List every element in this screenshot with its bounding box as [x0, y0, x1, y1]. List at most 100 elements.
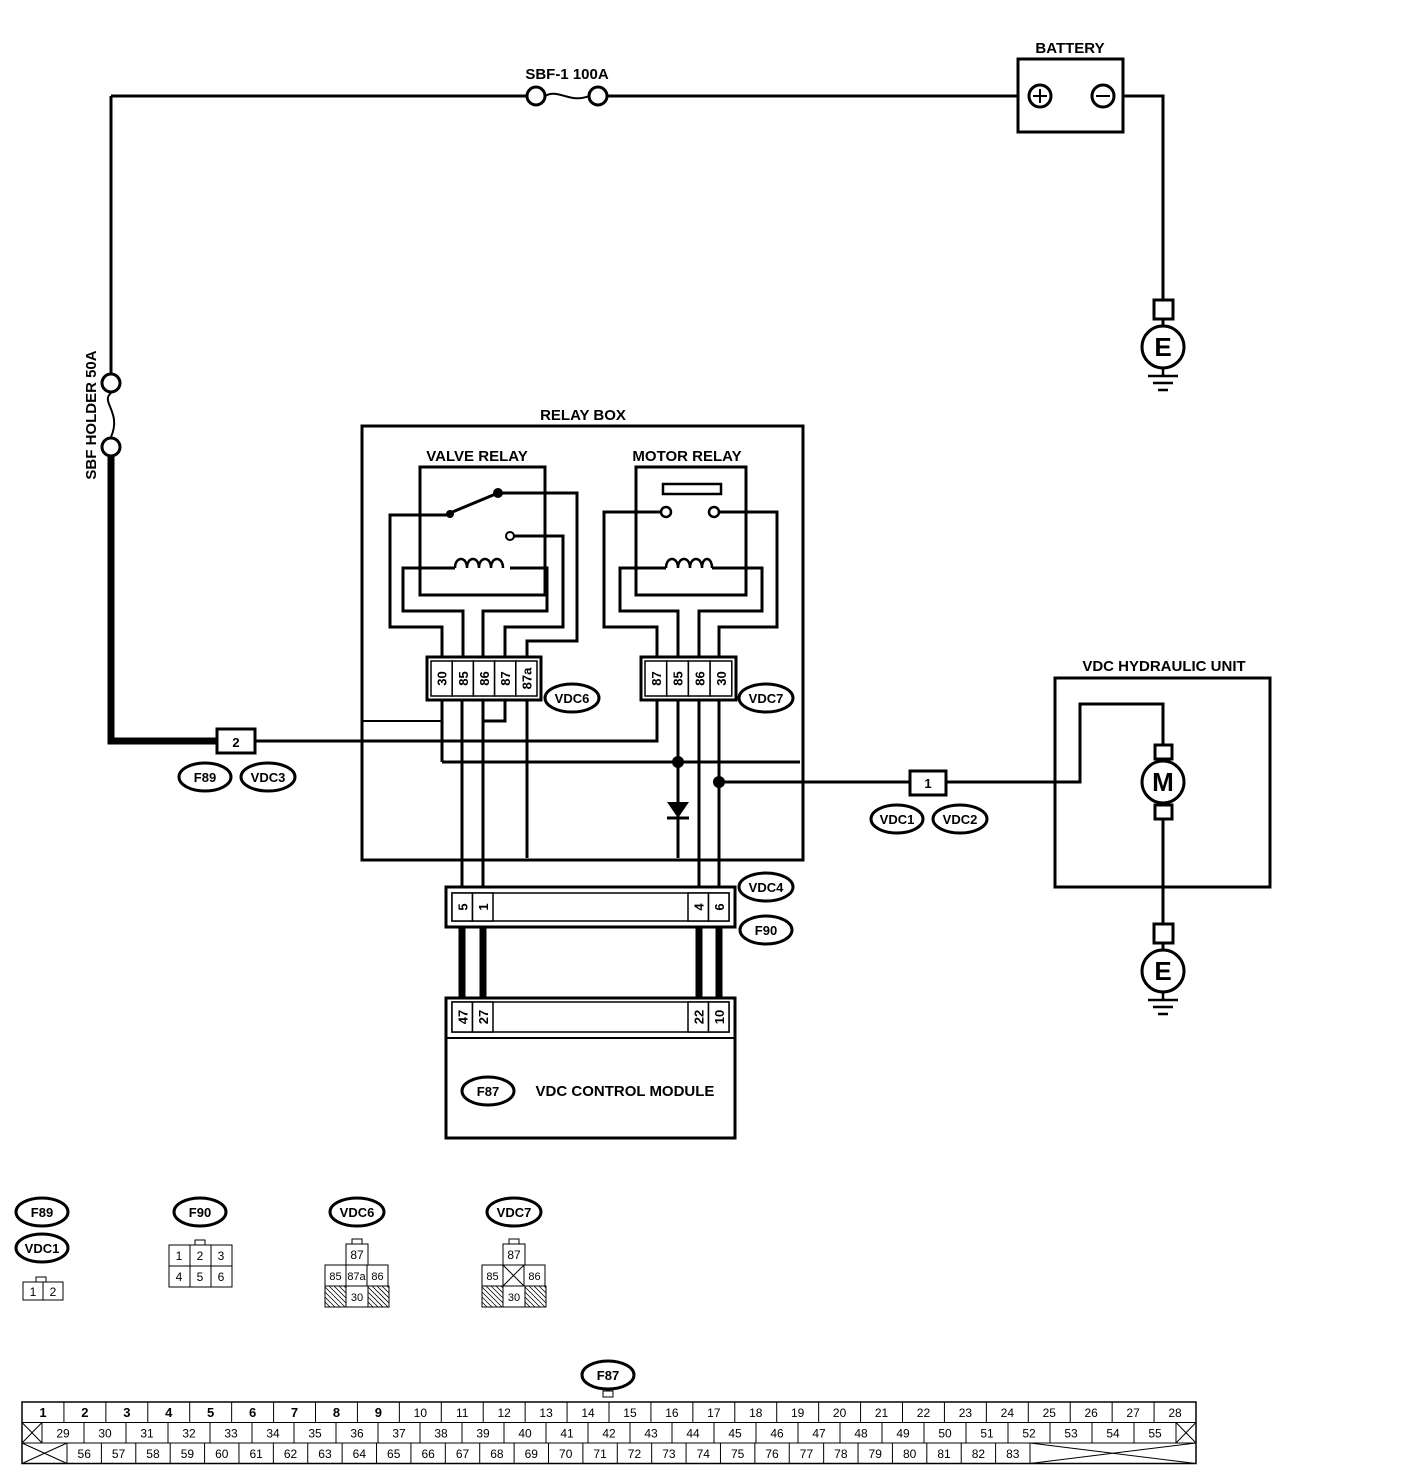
- f87-row3-pin: 80: [903, 1447, 917, 1461]
- valve-relay-label: VALVE RELAY: [426, 448, 527, 465]
- f87-row3-pin: 68: [490, 1447, 504, 1461]
- legend-f90-pin: 4: [176, 1270, 183, 1284]
- f87-row1-pin: 7: [291, 1405, 298, 1420]
- f87-row1-pin: 27: [1126, 1406, 1140, 1420]
- f87-row2-pin: 30: [98, 1427, 112, 1441]
- f87-pin-47: 47: [455, 1010, 470, 1024]
- f87-pin-27: 27: [476, 1010, 491, 1024]
- f87-cell: [471, 1001, 494, 1033]
- oval-vdc3-text: VDC3: [251, 770, 286, 785]
- legend-oval-f90: [172, 1196, 228, 1228]
- f87-row3-pin: 65: [387, 1447, 401, 1461]
- vdc1-connector: [908, 769, 948, 797]
- legend-oval-vdc6: [328, 1196, 386, 1228]
- f87-row2-pin: 44: [686, 1427, 700, 1441]
- legend-vdc7-mid-pin: 85: [486, 1271, 498, 1283]
- f87-row1-pin: 11: [456, 1406, 469, 1420]
- legend-oval-vdc7-text: VDC7: [497, 1205, 532, 1220]
- f87-row1-pin: 19: [791, 1406, 805, 1420]
- oval-f87: [460, 1075, 516, 1107]
- wire-heavy-f89: [107, 447, 217, 745]
- f87-pin-10: 10: [712, 1010, 727, 1024]
- relay-box-label: RELAY BOX: [540, 407, 626, 424]
- f87-row1-pin: 6: [249, 1405, 256, 1420]
- f87-row2-pin: 35: [308, 1427, 322, 1441]
- f87-row2-pin: 38: [434, 1427, 448, 1441]
- f87-row1-pin: 1: [39, 1405, 46, 1420]
- f87-row2-pin: 53: [1064, 1427, 1078, 1441]
- f87-row1-pin: 8: [333, 1405, 340, 1420]
- oval-vdc2: [931, 803, 989, 835]
- fuse-holder-terminal-top: [100, 372, 122, 394]
- vdc7-pin-85: 85: [671, 671, 686, 685]
- f89-connector: [215, 727, 257, 755]
- legend-f90-pin: 6: [218, 1270, 225, 1284]
- f87-row1-pin: 12: [497, 1406, 511, 1420]
- f87-row2-pin: 40: [518, 1427, 532, 1441]
- f87-row3-pin: 59: [181, 1447, 195, 1461]
- f90-pin-6: 6: [712, 903, 727, 910]
- f87-row2-pin: 34: [266, 1427, 280, 1441]
- f87-row3-pin: 63: [318, 1447, 332, 1461]
- ground-connector-2: [1152, 922, 1175, 945]
- f87-row1-pin: 21: [875, 1406, 889, 1420]
- oval-f89-text: F89: [194, 770, 216, 785]
- fuse-terminal-right: [587, 85, 609, 107]
- f87-row1-pin: 22: [917, 1406, 931, 1420]
- legend-oval-f90-text: F90: [189, 1205, 211, 1220]
- f87-row2-pin: 49: [896, 1427, 910, 1441]
- f87-row1-pin: 17: [707, 1406, 721, 1420]
- f87-row1-pin: 15: [623, 1406, 637, 1420]
- motor-label: M: [1152, 767, 1174, 797]
- oval-vdc3: [239, 761, 297, 793]
- f87-row3-pin: 75: [731, 1447, 745, 1461]
- oval-vdc2-text: VDC2: [943, 812, 978, 827]
- ground-connector-1: [1152, 298, 1175, 321]
- legend-oval-f89-text: F89: [31, 1205, 53, 1220]
- f87-row3-pin: 77: [800, 1447, 814, 1461]
- f87-row3-pin: 82: [972, 1447, 986, 1461]
- f87-row2-pin: 41: [560, 1427, 574, 1441]
- legend-f89-pin: 1: [30, 1285, 37, 1299]
- f87-row3-pin: 56: [78, 1447, 92, 1461]
- legend-f90-pin: 1: [176, 1249, 183, 1263]
- vdc1-pin: 1: [924, 776, 931, 791]
- f87-row3-pin: 67: [456, 1447, 470, 1461]
- f87-row3-pin: 69: [525, 1447, 539, 1461]
- f87-row1-pin: 2: [81, 1405, 88, 1420]
- vdc6-cell: [515, 660, 538, 697]
- motor-relay-coil: [664, 557, 714, 569]
- f87-row3-pin: 66: [421, 1447, 435, 1461]
- control-module-label: VDC CONTROL MODULE: [536, 1083, 715, 1100]
- f87-row1-pin: 9: [375, 1405, 382, 1420]
- f87-row2-pin: 33: [224, 1427, 238, 1441]
- f87-row1-pin: 14: [581, 1406, 595, 1420]
- f87-cell: [707, 1001, 730, 1033]
- diode: [667, 802, 689, 818]
- legend-oval-vdc6-text: VDC6: [340, 1205, 375, 1220]
- f90-cell: [471, 892, 494, 922]
- f87-row2-pin: 48: [854, 1427, 868, 1441]
- f87-row3-pin: 61: [249, 1447, 263, 1461]
- fuse-holder-wiggle: [106, 392, 116, 438]
- f87-row3-pin: 71: [593, 1447, 607, 1461]
- legend-oval-f87-text: F87: [597, 1368, 619, 1383]
- legend-f90-cell: [210, 1265, 233, 1288]
- f87-row2-pin: 51: [980, 1427, 994, 1441]
- legend-f90-pin: 3: [218, 1249, 225, 1263]
- f87-row1-pin: 20: [833, 1406, 847, 1420]
- motor-relay-contact-bar: [661, 482, 723, 496]
- legend-vdc6-mid-pin: 87a: [347, 1271, 366, 1283]
- valve-relay-box: [418, 465, 547, 597]
- f87-row3-pin: 78: [834, 1447, 848, 1461]
- f87-row2-pin: 50: [938, 1427, 952, 1441]
- vdc7-pin-87: 87: [649, 671, 664, 685]
- f87-row3-pin: 62: [284, 1447, 298, 1461]
- legend-vdc6-mid-pin: 86: [371, 1271, 383, 1283]
- f87-row3-pin: 70: [559, 1447, 573, 1461]
- f87-row2-pin: 39: [476, 1427, 490, 1441]
- f87-row2-pin: 29: [56, 1427, 70, 1441]
- f87-row3-pin: 79: [869, 1447, 883, 1461]
- f87-row2-pin: 52: [1022, 1427, 1036, 1441]
